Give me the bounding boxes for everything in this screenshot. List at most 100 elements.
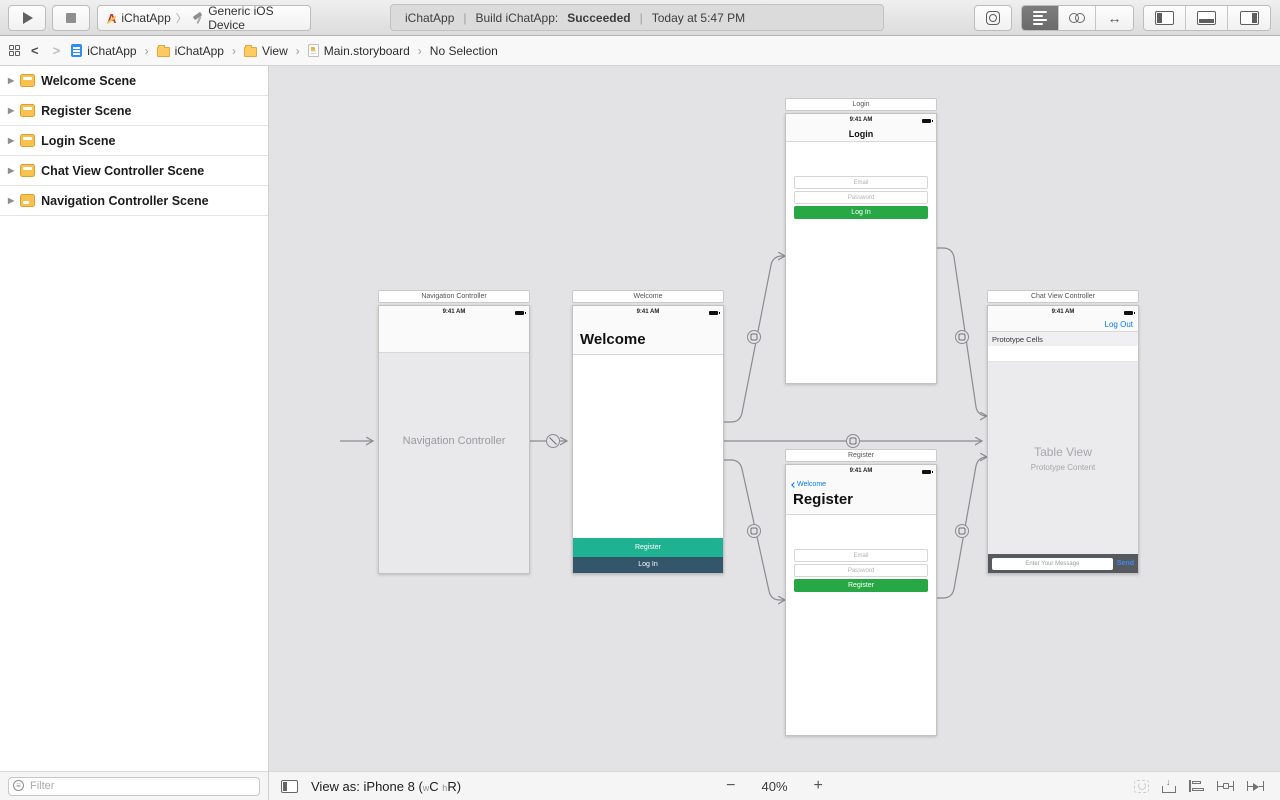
navigation-bar[interactable]: Welcome Register [786, 478, 936, 515]
library-button[interactable] [974, 5, 1012, 31]
breadcrumb-view-folder[interactable]: View [243, 43, 288, 58]
disclosure-triangle-icon[interactable]: ▶ [8, 106, 15, 115]
navigation-bar[interactable]: Login [786, 127, 936, 142]
disclosure-triangle-icon[interactable]: ▶ [8, 166, 15, 175]
sidebar-item-welcome-scene[interactable]: ▶ Welcome Scene [0, 66, 268, 96]
status-time-label: 9:41 AM [849, 468, 873, 474]
align-icon[interactable] [1189, 780, 1204, 792]
send-button[interactable]: Send [1116, 560, 1134, 567]
segue-badge[interactable] [747, 524, 761, 538]
sidebar-item-navigation-controller-scene[interactable]: ▶ Navigation Controller Scene [0, 186, 268, 216]
storyboard-canvas[interactable]: Navigation Controller 9:41 AM Navigation… [269, 66, 1280, 771]
embed-in-icon[interactable] [1162, 777, 1176, 793]
welcome-view[interactable]: 9:41 AM Welcome Register Log In [572, 305, 724, 574]
email-field[interactable]: Email [794, 176, 928, 189]
email-field[interactable]: Email [794, 549, 928, 562]
segue-badge[interactable] [747, 330, 761, 344]
register-view[interactable]: 9:41 AM Welcome Register Email Password … [785, 464, 937, 736]
scene-dock-title-label: Navigation Controller [421, 293, 487, 300]
zoom-level[interactable]: 40% [761, 778, 788, 794]
navigation-bar[interactable]: Log Out [988, 319, 1138, 332]
welcome-body[interactable] [573, 355, 723, 538]
scene-dock-title[interactable]: Navigation Controller [378, 290, 530, 303]
navigation-bar[interactable] [379, 319, 529, 353]
breadcrumb-label: No Selection [429, 43, 498, 58]
xcode-toolbar: A iChatApp 〉 Generic iOS Device iChatApp… [0, 0, 1280, 36]
stop-button[interactable] [52, 5, 90, 31]
chat-view[interactable]: 9:41 AM Log Out Prototype Cells Table Vi… [987, 305, 1139, 574]
battery-icon [922, 119, 933, 123]
back-button[interactable]: Welcome [786, 478, 936, 488]
scheme-app-name[interactable]: iChatApp [121, 11, 171, 25]
relationship-badge[interactable] [546, 434, 560, 448]
navigator-panel-button[interactable] [1144, 6, 1186, 30]
status-time-label: 9:41 AM [442, 309, 466, 315]
log-in-button[interactable]: Log In [573, 557, 723, 573]
navigation-controller-view[interactable]: 9:41 AM Navigation Controller [378, 305, 530, 574]
forward-button[interactable]: > [52, 43, 61, 58]
stop-icon [66, 13, 76, 23]
navigation-bar[interactable]: Welcome [573, 319, 723, 355]
assistant-editor-button[interactable] [1059, 6, 1096, 30]
disclosure-triangle-icon[interactable]: ▶ [8, 76, 15, 85]
trait-height-small: h [442, 782, 448, 793]
filter-input[interactable] [8, 776, 260, 796]
breadcrumb-label: iChatApp [87, 43, 137, 58]
zoom-in-button[interactable]: + [813, 777, 823, 794]
scheme-selector[interactable]: A iChatApp 〉 Generic iOS Device [97, 4, 311, 32]
view-as-label: View as: iPhone 8 ( [311, 778, 423, 794]
message-bar[interactable]: Enter Your Message Send [988, 554, 1138, 573]
log-out-button[interactable]: Log Out [1104, 320, 1133, 329]
zoom-out-button[interactable]: − [726, 777, 736, 794]
resolve-auto-layout-icon[interactable] [1247, 780, 1264, 792]
scene-dock-title[interactable]: Login [785, 98, 937, 111]
login-view[interactable]: 9:41 AM Login Email Password Log In [785, 113, 937, 384]
inspector-panel-button[interactable] [1228, 6, 1270, 30]
document-outline-toggle-button[interactable] [281, 779, 298, 793]
related-items-icon[interactable] [9, 45, 20, 56]
navigation-controller-body[interactable]: Navigation Controller [379, 353, 529, 573]
sidebar-item-login-scene[interactable]: ▶ Login Scene [0, 126, 268, 156]
scheme-device-name[interactable]: Generic iOS Device [208, 4, 274, 32]
filter-bar [0, 771, 268, 800]
scene-dock-title[interactable]: Chat View Controller [987, 290, 1139, 303]
log-in-button[interactable]: Log In [794, 206, 928, 219]
sidebar-item-chat-view-controller-scene[interactable]: ▶ Chat View Controller Scene [0, 156, 268, 186]
add-constraints-icon[interactable] [1217, 780, 1234, 792]
prototype-cell[interactable] [988, 346, 1138, 362]
register-button-label: Register [847, 582, 875, 589]
update-frames-icon[interactable] [1134, 779, 1149, 793]
back-button[interactable]: < [31, 43, 39, 58]
view-as-paren: ) [456, 778, 462, 794]
breadcrumb-project[interactable]: iChatApp [71, 43, 137, 58]
table-view[interactable]: Table View Prototype Content [988, 362, 1138, 554]
sidebar-item-register-scene[interactable]: ▶ Register Scene [0, 96, 268, 126]
trait-width-class: C [429, 778, 439, 794]
back-button-label: Welcome [797, 481, 827, 488]
view-as-bar[interactable]: View as: iPhone 8 (wC hR) [311, 779, 461, 794]
folder-icon [156, 44, 170, 57]
register-button[interactable]: Register [794, 579, 928, 592]
scene-dock-title[interactable]: Register [785, 449, 937, 462]
segue-badge[interactable] [955, 524, 969, 538]
disclosure-triangle-icon[interactable]: ▶ [8, 136, 15, 145]
scene-dock-title[interactable]: Welcome [572, 290, 724, 303]
breadcrumb-label: View [261, 43, 288, 58]
segue-badge[interactable] [955, 330, 969, 344]
run-button[interactable] [8, 5, 46, 31]
standard-editor-button[interactable] [1022, 6, 1059, 30]
password-field[interactable]: Password [794, 564, 928, 577]
breadcrumb-separator: › [417, 43, 422, 58]
status-project: iChatApp [405, 10, 455, 25]
password-field[interactable]: Password [794, 191, 928, 204]
breadcrumb-group[interactable]: iChatApp [156, 44, 224, 58]
debug-area-button[interactable] [1186, 6, 1228, 30]
status-time-label: 9:41 AM [849, 117, 873, 123]
version-editor-button[interactable]: ↔ [1096, 6, 1133, 30]
disclosure-triangle-icon[interactable]: ▶ [8, 196, 15, 205]
breadcrumb-selection[interactable]: No Selection [430, 44, 498, 58]
breadcrumb-storyboard[interactable]: Main.storyboard [307, 44, 410, 58]
register-button[interactable]: Register [573, 538, 723, 557]
message-input[interactable]: Enter Your Message [992, 557, 1113, 570]
segue-badge[interactable] [846, 434, 860, 448]
